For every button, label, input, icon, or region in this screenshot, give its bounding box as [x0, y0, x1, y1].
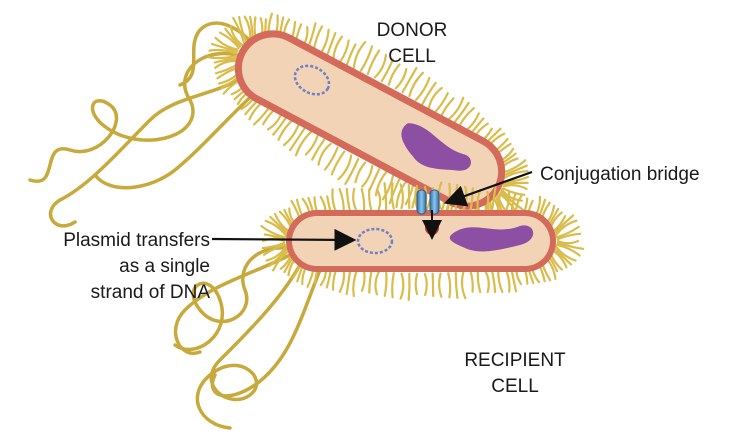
pilus	[456, 273, 458, 298]
pilus	[392, 184, 394, 209]
pilus	[504, 183, 528, 184]
donor-cell-label: DONOR CELL	[372, 18, 452, 70]
pilus	[504, 185, 527, 189]
pilus	[362, 166, 372, 187]
pilus	[385, 183, 387, 209]
pilus	[355, 163, 365, 183]
pilus	[485, 270, 489, 292]
pilus	[409, 274, 410, 300]
pilus	[369, 272, 371, 293]
pilus	[401, 184, 403, 208]
pilus	[478, 271, 480, 292]
pilus	[439, 274, 441, 297]
pilus	[403, 68, 417, 92]
pilus	[362, 271, 365, 291]
donor-label-line2: CELL	[372, 44, 452, 70]
pilus	[377, 190, 380, 210]
pilus	[392, 273, 394, 297]
recipient-cell	[286, 210, 556, 272]
pilus	[401, 274, 404, 299]
pilus	[422, 83, 435, 104]
pilus	[353, 189, 357, 212]
pilus	[433, 274, 434, 296]
pilus	[385, 273, 387, 296]
pilus	[333, 37, 342, 59]
recipient-label-line1: RECIPIENT	[455, 348, 575, 374]
pilus	[448, 273, 450, 297]
pilus	[340, 41, 349, 62]
plasmid-label-line2: as a single	[5, 254, 210, 280]
pilus	[290, 128, 305, 151]
pilus	[447, 98, 463, 121]
pilus	[416, 274, 417, 294]
plasmid-label-line3: strand of DNA	[5, 280, 210, 306]
recipient-label-line2: CELL	[455, 374, 575, 400]
recipient-cell-label: RECIPIENT CELL	[455, 348, 575, 400]
pilus	[347, 189, 351, 213]
pilus	[492, 269, 495, 292]
plasmid-transfer-label: Plasmid transfers as a single strand of …	[5, 228, 210, 306]
plasmid-pointer-arrow	[212, 239, 352, 240]
pilus	[369, 189, 371, 210]
pilus	[409, 185, 410, 208]
conjugation-bridge-label: Conjugation bridge	[540, 162, 700, 188]
pilus	[362, 189, 365, 211]
pilus	[320, 30, 329, 55]
pilus	[375, 272, 378, 294]
pilus	[462, 272, 465, 298]
donor-label-line1: DONOR	[372, 18, 452, 44]
plasmid-label-line1: Plasmid transfers	[5, 228, 210, 254]
pilus	[425, 274, 427, 295]
pilus	[353, 270, 357, 296]
pilus	[396, 69, 407, 88]
pilus	[347, 269, 351, 294]
pilus	[471, 272, 473, 292]
